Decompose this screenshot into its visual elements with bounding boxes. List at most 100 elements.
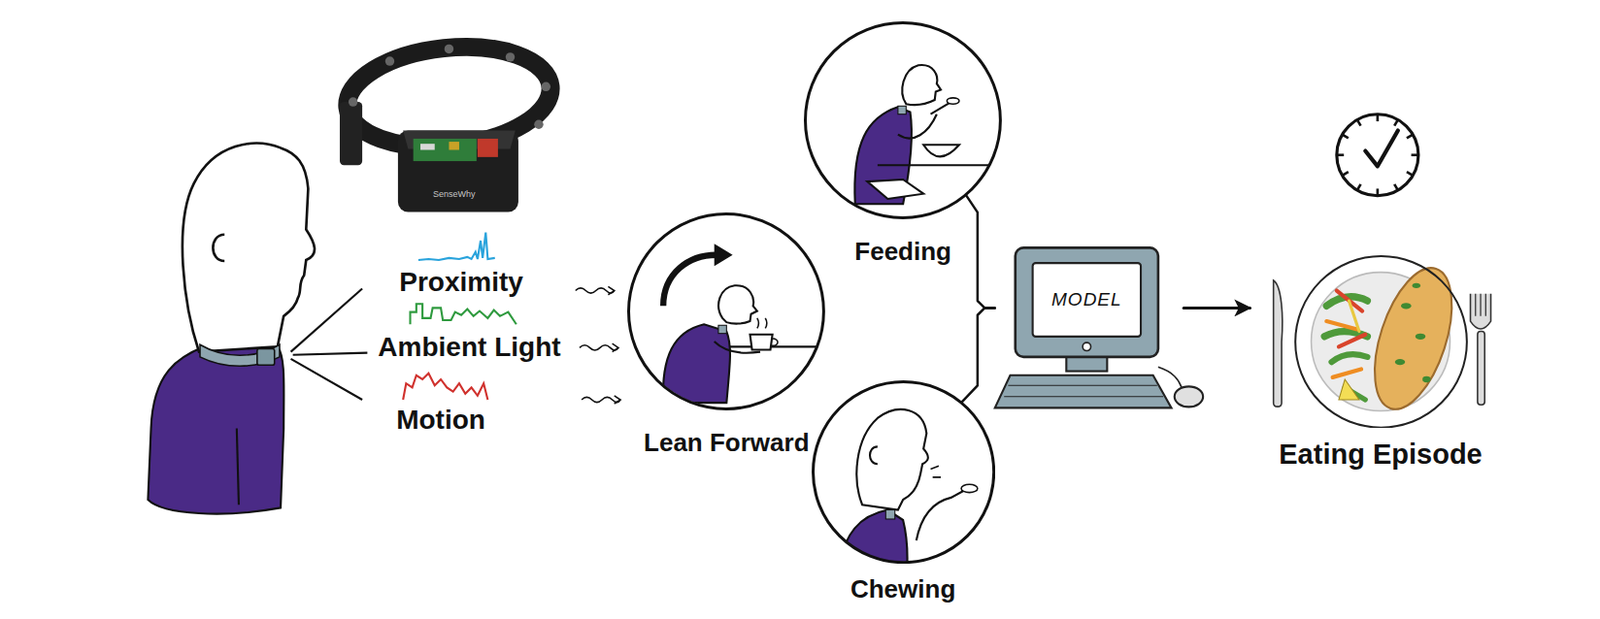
leader-lines xyxy=(291,288,368,400)
computer-drawing xyxy=(1082,342,1091,351)
computer-drawing xyxy=(1158,366,1182,388)
meal-drawing xyxy=(1333,368,1362,377)
person-figure xyxy=(147,143,315,515)
person-figure xyxy=(200,344,280,367)
person-figure xyxy=(182,143,315,353)
meal-drawing xyxy=(1422,376,1431,383)
meal-drawing xyxy=(1359,259,1467,420)
lean-illustration xyxy=(663,285,817,403)
lean-illustration xyxy=(718,325,727,334)
lean-arrow xyxy=(663,243,733,306)
lean-arrow xyxy=(714,243,734,267)
motion-trace xyxy=(402,373,488,400)
device-photo xyxy=(541,82,551,92)
wavy-arrows xyxy=(607,286,614,295)
meal-drawing xyxy=(1332,354,1368,363)
signal-name: Motion xyxy=(396,404,486,436)
device-photo xyxy=(413,138,477,162)
device-photo xyxy=(448,141,460,150)
feeding-illustration xyxy=(854,65,1005,204)
clock-icon xyxy=(1394,119,1399,126)
device-photo xyxy=(348,97,358,106)
computer-drawing xyxy=(995,247,1203,408)
device-photo xyxy=(398,131,519,213)
lean-illustration xyxy=(757,318,767,330)
meal-drawing xyxy=(1475,294,1487,317)
illustration xyxy=(147,37,1491,582)
text-block: Feeding xyxy=(854,237,952,267)
clock-icon xyxy=(1406,171,1413,176)
proximity-trace xyxy=(418,233,496,261)
wavy-arrows xyxy=(575,286,621,404)
feeding-illustration xyxy=(923,144,960,157)
computer-node: MODEL xyxy=(995,244,1184,419)
chewing-illustration xyxy=(836,510,908,583)
bracket-connector xyxy=(962,307,996,402)
clock-icon xyxy=(1406,134,1413,139)
person-figure xyxy=(212,234,225,262)
chewing-illustration xyxy=(836,409,978,582)
lean-illustration xyxy=(749,334,772,351)
node-outline xyxy=(1250,255,1501,430)
clock-icon xyxy=(1394,184,1399,191)
computer-drawing xyxy=(1174,386,1203,407)
stage-circle: Chewing xyxy=(811,380,996,565)
device-photo xyxy=(339,37,556,213)
device-photo xyxy=(477,138,499,158)
node-label: Feeding xyxy=(854,237,952,267)
node-label: Chewing xyxy=(850,575,956,605)
computer-drawing xyxy=(1033,263,1141,337)
lean-illustration xyxy=(771,338,778,346)
arrow-connector xyxy=(1183,306,1250,310)
clock-icon xyxy=(1411,153,1419,157)
device-photo xyxy=(420,143,435,150)
person-figure xyxy=(236,428,239,505)
meal-drawing xyxy=(1324,291,1367,400)
device-photo xyxy=(385,56,395,66)
feeding-illustration xyxy=(866,179,924,200)
computer-drawing xyxy=(1003,385,1164,398)
chewing-illustration xyxy=(916,491,965,541)
feeding-illustration xyxy=(931,101,952,115)
chewing-illustration xyxy=(856,409,928,510)
feeding-illustration xyxy=(901,65,941,105)
clock-icon xyxy=(1357,119,1362,126)
person-figure xyxy=(147,346,284,514)
leader-lines xyxy=(291,359,364,400)
device-photo xyxy=(505,52,515,62)
feeding-illustration xyxy=(877,164,1005,167)
clock-icon xyxy=(1342,134,1349,139)
computer-drawing xyxy=(995,375,1172,409)
leader-lines xyxy=(291,288,364,352)
node-outline xyxy=(803,21,1002,220)
meal-drawing xyxy=(1395,283,1432,383)
device-photo xyxy=(339,101,363,166)
meal-drawing xyxy=(1273,280,1283,407)
meal-drawing xyxy=(1348,300,1360,333)
chewing-illustration xyxy=(869,446,878,465)
signal-name: Ambient Light xyxy=(377,332,561,364)
node-outline xyxy=(805,23,1001,219)
clock-icon xyxy=(1376,114,1380,122)
signal-name: Proximity xyxy=(399,266,524,299)
result-plate: Eating Episode xyxy=(1250,255,1501,430)
light-trace xyxy=(410,303,517,325)
clock-icon xyxy=(1376,188,1380,196)
node-outline xyxy=(812,382,994,564)
wavy-arrows xyxy=(575,288,615,294)
wavy-arrows xyxy=(579,345,619,351)
chewing-illustration xyxy=(931,466,942,478)
meal-drawing xyxy=(1338,334,1366,348)
device-photo xyxy=(533,119,543,129)
stage-circle: Feeding xyxy=(803,21,1002,220)
meal-drawing xyxy=(1338,379,1360,400)
clock-icon xyxy=(1342,171,1349,176)
leader-lines xyxy=(293,353,368,356)
meal-drawing xyxy=(1294,255,1468,430)
person-figure xyxy=(257,348,275,366)
node-outline xyxy=(627,212,826,411)
device-photo xyxy=(342,37,557,157)
